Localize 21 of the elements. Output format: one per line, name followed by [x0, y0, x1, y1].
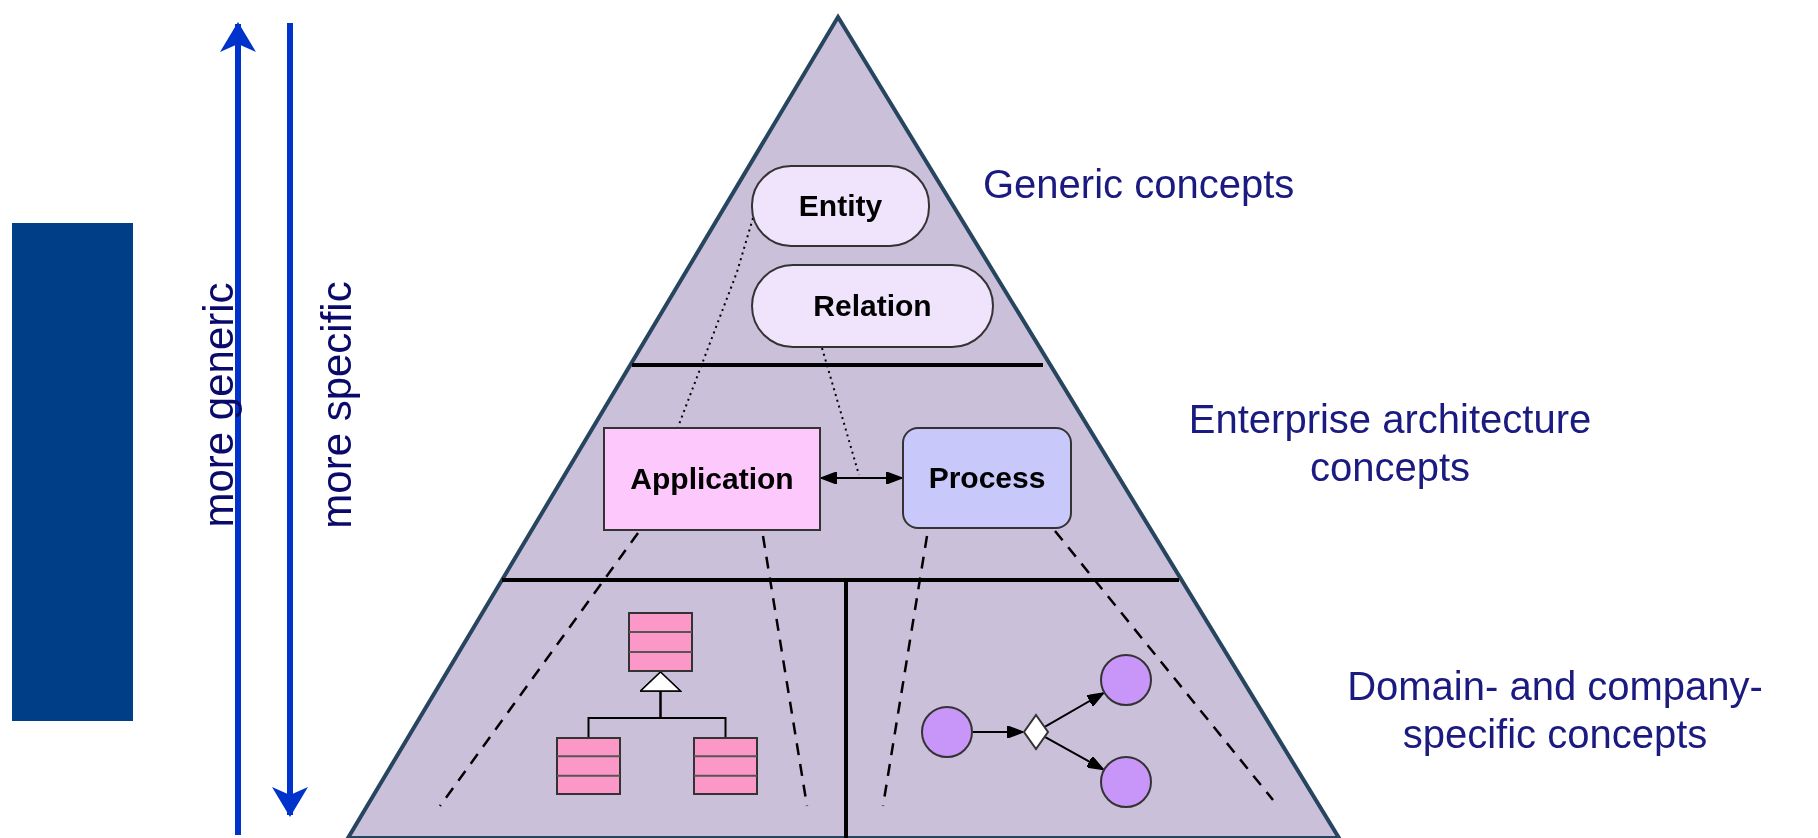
decision-diamond: [1023, 714, 1049, 750]
arrow: [820, 471, 903, 485]
tier-label: Enterprise architecture concepts: [1187, 396, 1593, 491]
flow-circle: [1100, 654, 1152, 706]
concept-box: Application: [603, 427, 821, 531]
concept-box: Process: [902, 427, 1072, 529]
class-box: [556, 737, 621, 795]
arrow: [1044, 736, 1105, 771]
flow-circle: [1100, 756, 1152, 808]
generalization-arrow: [639, 671, 727, 738]
class-box: [693, 737, 758, 795]
flow-circle: [921, 706, 973, 758]
arrow: [1044, 692, 1105, 728]
tier-label: Generic concepts: [983, 161, 1296, 208]
direction-label: more generic: [197, 282, 240, 528]
tier-label: Domain- and company-specific concepts: [1346, 663, 1764, 758]
concept-pill: Entity: [751, 165, 930, 247]
concept-pill: Relation: [751, 264, 994, 348]
arrow: [972, 725, 1024, 739]
direction-label: more specific: [315, 281, 358, 529]
class-box: [628, 612, 693, 672]
